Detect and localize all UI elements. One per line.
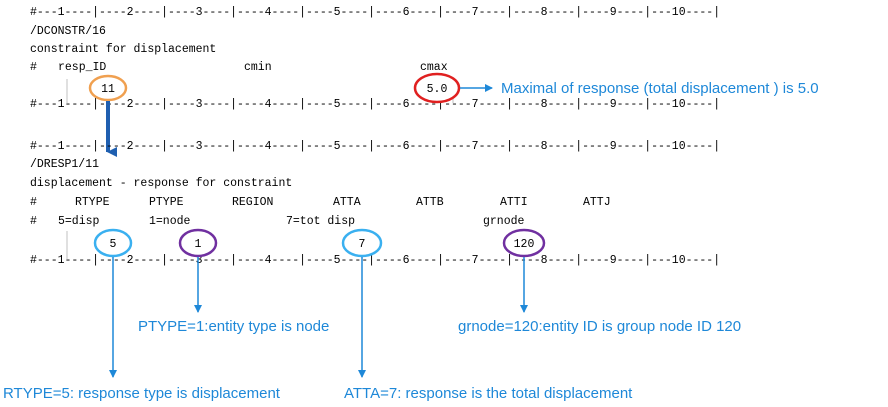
annotation-rtype: RTYPE=5: response type is displacement (3, 385, 281, 402)
highlight-circle-ptype (178, 228, 218, 258)
comment-hash: # (30, 61, 37, 74)
value-resp-id: 11 (101, 83, 115, 96)
comment-hash: # (30, 215, 37, 228)
field-atti: ATTI (500, 196, 528, 209)
field-ptype: PTYPE (149, 196, 184, 209)
field-resp-id: resp_ID (58, 61, 106, 74)
field-cmax: cmax (420, 61, 448, 74)
highlight-circle-cmax (413, 72, 461, 104)
comment-hash: # (30, 196, 37, 209)
annotation-atti: grnode=120:entity ID is group node ID 12… (458, 318, 741, 335)
ruler-line: #---1----|----2----|----3----|----4----|… (30, 6, 720, 19)
field-region: REGION (232, 196, 273, 209)
highlight-circle-atti (502, 228, 546, 258)
card-title: constraint for displacement (30, 43, 216, 56)
value-atta: 7 (359, 238, 366, 251)
highlight-circle-atta (341, 228, 383, 258)
comment-atti: grnode (483, 215, 525, 228)
ruler-line: #---1----|----2----|----3----|----4----|… (30, 140, 720, 153)
card-title: displacement - response for constraint (30, 177, 292, 190)
annotation-atta: ATTA=7: response is the total displaceme… (344, 385, 633, 402)
value-ptype: 1 (195, 238, 202, 251)
comment-atta: 7=tot disp (286, 215, 355, 228)
field-rtype: RTYPE (75, 196, 110, 209)
comment-rtype: 5=disp (58, 215, 100, 228)
value-atti: 120 (514, 238, 535, 251)
highlight-circle-resp-id (88, 74, 128, 102)
highlight-circle-rtype (93, 228, 133, 258)
ruler-line: #---1----|----2----|----3----|----4----|… (30, 98, 720, 111)
field-cmin: cmin (244, 61, 272, 74)
ruler-line: #---1----|----2----|----3----|----4----|… (30, 254, 720, 267)
field-attj: ATTJ (583, 196, 611, 209)
card-header-dresp1: /DRESP1/11 (30, 158, 99, 171)
annotation-cmax: Maximal of response (total displacement … (501, 80, 819, 97)
field-atta: ATTA (333, 196, 361, 209)
value-rtype: 5 (110, 238, 117, 251)
comment-ptype: 1=node (149, 215, 191, 228)
card-header-dconstr: /DCONSTR/16 (30, 25, 106, 38)
annotation-ptype: PTYPE=1:entity type is node (138, 318, 329, 335)
value-cmax: 5.0 (427, 83, 448, 96)
field-attb: ATTB (416, 196, 444, 209)
